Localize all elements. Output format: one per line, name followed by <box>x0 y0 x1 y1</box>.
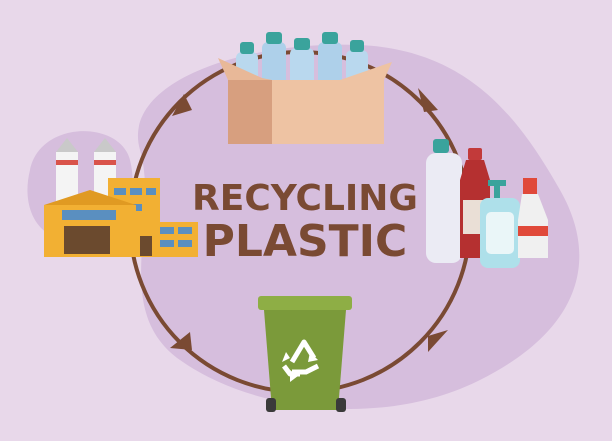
bin-wheel-left <box>266 398 276 412</box>
bin-lid <box>258 296 352 310</box>
box-side <box>228 80 272 144</box>
box-flap-right <box>340 62 392 80</box>
arrow-top-left <box>172 94 192 116</box>
box-front <box>272 80 384 144</box>
arrow-bottom-right <box>428 330 448 352</box>
recycling-bin <box>258 296 352 412</box>
recycle-icon-arrows <box>282 352 318 382</box>
collection-box <box>218 32 392 144</box>
cycle-arrows <box>170 88 448 352</box>
arrow-bottom-left <box>170 332 192 350</box>
plastic-bottles <box>426 139 548 268</box>
title-line-2: PLASTIC <box>203 216 408 267</box>
title-line-1: RECYCLING <box>192 178 418 219</box>
bin-wheel-right <box>336 398 346 412</box>
recycling-factory <box>44 138 198 257</box>
arrow-top-right <box>418 88 438 112</box>
box-flap-left <box>218 58 272 80</box>
bin-body <box>264 310 346 410</box>
